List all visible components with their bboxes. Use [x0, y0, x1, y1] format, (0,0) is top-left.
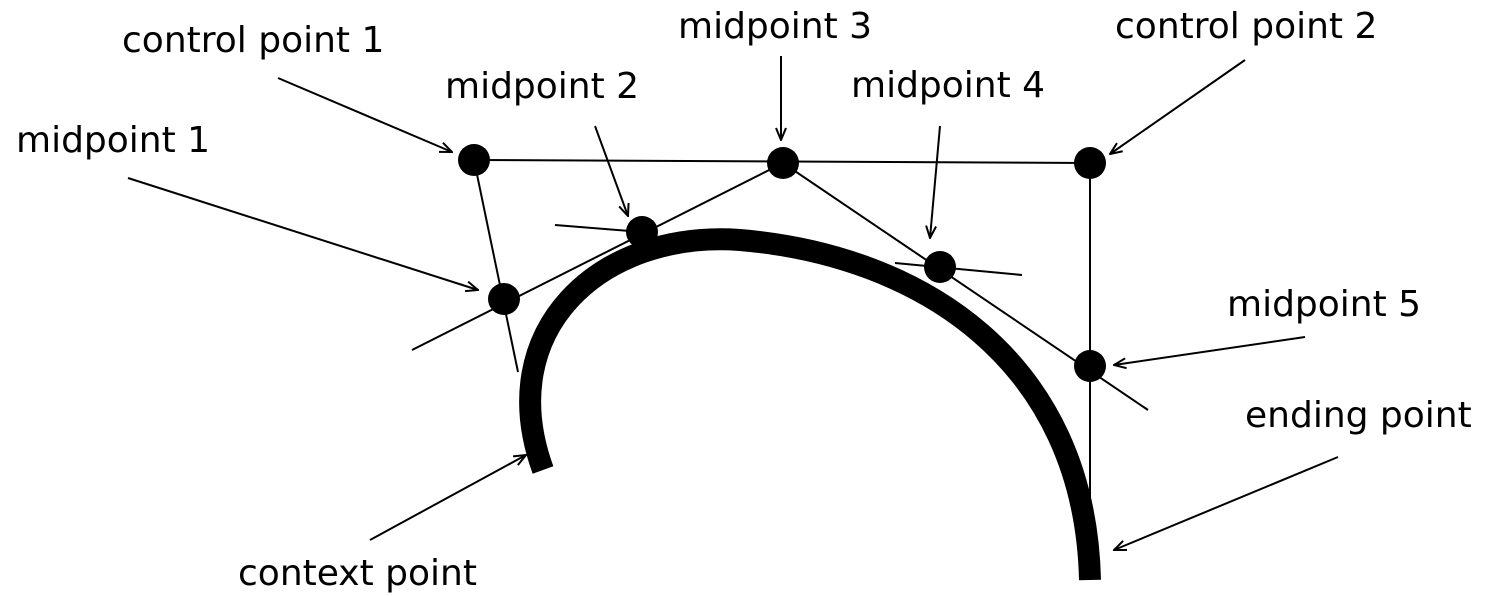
label-midpoint-4: midpoint 4: [851, 65, 1046, 106]
control-line-left: [473, 159, 519, 373]
arrow-control-point-2: [1110, 59, 1246, 154]
construction-line-1: [411, 162, 784, 351]
midpoint-4-dot: [924, 251, 956, 283]
label-control-point-2: control point 2: [1115, 6, 1378, 47]
label-midpoint-3: midpoint 3: [678, 6, 873, 47]
label-midpoint-5: midpoint 5: [1227, 284, 1422, 325]
label-control-point-1: control point 1: [122, 20, 385, 61]
arrow-control-point-1: [277, 77, 452, 152]
bezier-curve: [519, 228, 1101, 581]
label-midpoint-2: midpoint 2: [445, 66, 640, 107]
arrow-midpoint-5: [1114, 336, 1306, 365]
arrow-midpoint-2: [594, 125, 628, 216]
label-midpoint-1: midpoint 1: [16, 120, 211, 161]
midpoint-1-dot: [488, 283, 520, 315]
midpoint-3-dot: [767, 147, 799, 179]
midpoint-5-dot: [1074, 350, 1106, 382]
arrow-midpoint-4: [930, 125, 941, 238]
label-context-point: context point: [238, 553, 477, 594]
arrow-ending-point: [1114, 456, 1339, 550]
control-point-2-dot: [1074, 147, 1106, 179]
arrow-midpoint-1: [127, 177, 478, 290]
label-ending-point: ending point: [1245, 395, 1472, 436]
control-point-1-dot: [458, 144, 490, 176]
arrow-context-point: [369, 455, 526, 541]
tangent-line-midpoint-4: [894, 262, 1023, 276]
midpoint-2-dot: [626, 216, 658, 248]
